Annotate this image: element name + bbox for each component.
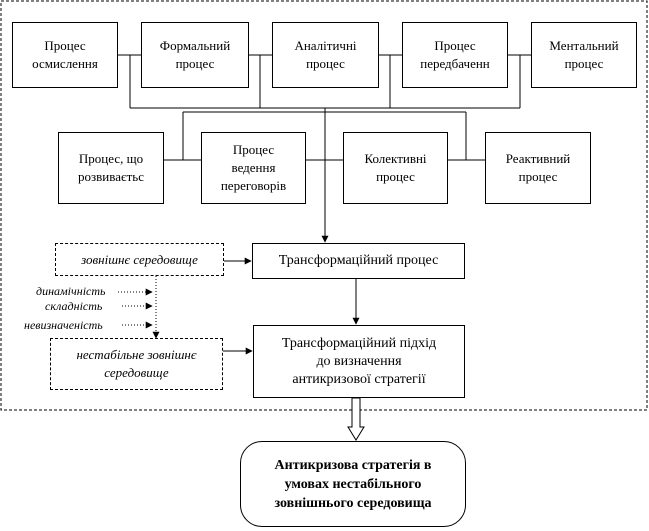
anti-crisis-strategy-box: Антикризова стратегія в умовах нестабіль… [240, 441, 466, 527]
outer-frame [0, 0, 648, 411]
process-reactive-box: Реактивний процес [485, 132, 591, 204]
factor-dynamism: динамічність [36, 284, 106, 298]
process-negotiation-box: Процес ведення переговорів [201, 132, 306, 204]
transformation-process-box: Трансформаційний процес [252, 243, 465, 279]
unstable-environment-box: нестабільне зовнішнє середовище [50, 338, 223, 390]
process-analytical-box: Аналітичні процес [272, 22, 379, 88]
factor-complexity: складність [45, 299, 103, 313]
process-evolving-box: Процес, що розвиваєтьс [58, 132, 164, 204]
factor-uncertainty: невизначеність [24, 318, 103, 332]
external-environment-box: зовнішнє середовище [55, 243, 224, 276]
process-formal-box: Формальний процес [141, 22, 249, 88]
transformation-approach-box: Трансформаційний підхід до визначення ан… [253, 325, 465, 398]
process-mental-box: Ментальний процес [531, 22, 637, 88]
process-comprehension-box: Процес осмислення [12, 22, 118, 88]
hollow-arrow-to-result [347, 397, 365, 441]
factor-links [118, 276, 160, 339]
process-collective-box: Колективні процес [343, 132, 448, 204]
process-forecasting-box: Процес передбаченн [402, 22, 508, 88]
